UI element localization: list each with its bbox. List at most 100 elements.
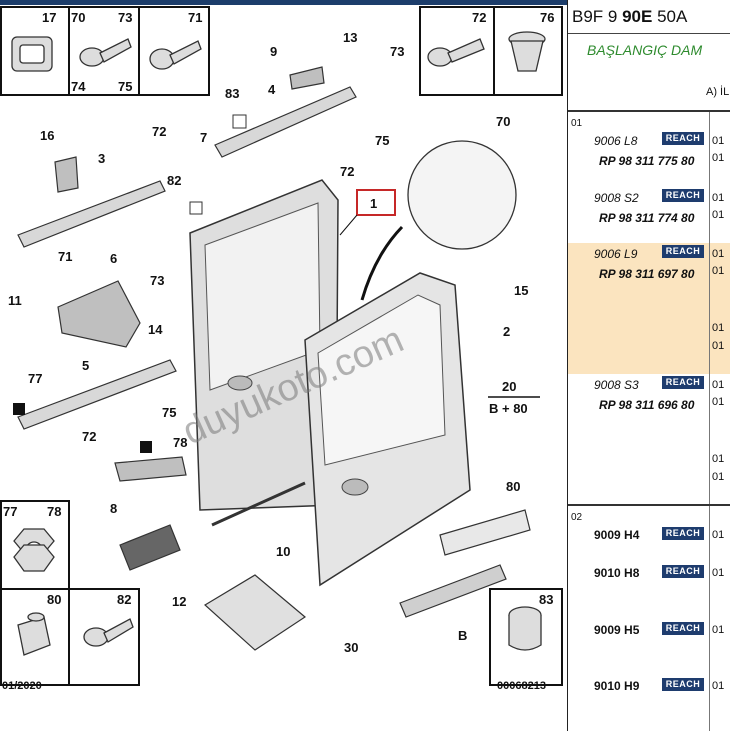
callout: 75	[162, 405, 176, 420]
quantity: 01	[712, 624, 725, 636]
quantity: 01	[712, 152, 725, 164]
quantity: 01	[712, 209, 725, 221]
inset-label: 75	[118, 79, 132, 94]
sliding-door-1	[189, 179, 339, 511]
callout: 83	[225, 86, 239, 101]
part-code[interactable]: 9008 S2	[594, 191, 639, 205]
quantity: 01	[712, 680, 725, 692]
quantity: 01	[712, 379, 725, 391]
ref-prefix: B9F 9	[572, 7, 618, 26]
callout: 73	[390, 44, 404, 59]
rp-number[interactable]: RP 98 311 775 80	[599, 154, 695, 168]
reference-code: B9F 9 90E 50A	[572, 7, 687, 27]
callout: 16	[40, 128, 54, 143]
inset-label: 72	[472, 10, 486, 25]
hex-nut-icon	[13, 528, 55, 572]
rp-number[interactable]: RP 98 311 774 80	[599, 211, 695, 225]
screw-icon	[149, 40, 202, 70]
callout: 13	[343, 30, 357, 45]
quantity: 01	[712, 265, 725, 277]
detail-circle	[407, 140, 517, 250]
divider	[568, 504, 730, 506]
tag-square	[232, 114, 247, 129]
part-code[interactable]: 9006 L8	[594, 134, 638, 148]
part-code[interactable]: 9009 H4	[594, 528, 640, 542]
footer-code: 00068213	[497, 680, 546, 692]
callout: 15	[514, 283, 528, 298]
clip-icon	[11, 36, 53, 72]
push-rivet-icon	[427, 38, 485, 67]
quantity: 01	[712, 567, 725, 579]
callout: 75	[375, 133, 389, 148]
callout: 2	[503, 324, 510, 339]
ref-suffix: 50A	[657, 7, 688, 26]
reach-badge: REACH	[662, 376, 704, 389]
section-title: BAŞLANGIÇ DAM	[587, 42, 703, 58]
clip-icon	[17, 612, 51, 656]
callout: 77	[28, 371, 42, 386]
inset-label: 76	[540, 10, 554, 25]
inset-bottom-left	[0, 500, 140, 686]
inset-label: 73	[118, 10, 132, 25]
inset-label: 77	[3, 504, 17, 519]
callout: 6	[110, 251, 117, 266]
tag-square	[13, 403, 25, 415]
quantity: 01	[712, 248, 725, 260]
part-code[interactable]: 9010 H9	[594, 679, 640, 693]
nut-insert-icon	[508, 31, 546, 72]
ref-label: B + 80	[489, 401, 528, 416]
inset-label: 82	[117, 592, 131, 607]
part-code[interactable]: 9010 H8	[594, 566, 640, 580]
screw-icon	[79, 38, 132, 67]
reach-badge: REACH	[662, 622, 704, 635]
inset-label: 78	[47, 504, 61, 519]
lower-rail	[17, 359, 177, 430]
footer-date: 01/2020	[2, 680, 42, 692]
callout: B	[458, 628, 467, 643]
callout: 82	[167, 173, 181, 188]
callout: 30	[344, 640, 358, 655]
inset-label: 83	[539, 592, 553, 607]
inset-label: 71	[188, 10, 202, 25]
bracket	[54, 66, 531, 651]
reach-badge: REACH	[662, 189, 704, 202]
highlighted-row	[568, 243, 730, 374]
callout: 72	[152, 124, 166, 139]
callout: 71	[58, 249, 72, 264]
sliding-door-2	[304, 272, 471, 587]
header-divider	[568, 33, 730, 34]
seal-strip	[211, 481, 306, 527]
tag-square	[140, 441, 152, 453]
inset-top-left	[0, 6, 210, 96]
quantity: 01	[712, 192, 725, 204]
callout: 10	[276, 544, 290, 559]
callout: 20	[502, 379, 516, 394]
quantity: 01	[712, 322, 725, 334]
callout: 8	[110, 501, 117, 516]
quantity: 01	[712, 471, 725, 483]
callout: 72	[82, 429, 96, 444]
parts-diagram: 17 70 73 74 75 71 72 76 77 78 80 82 83	[0, 5, 567, 731]
part-code[interactable]: 9006 L9	[594, 247, 638, 261]
callout: 12	[172, 594, 186, 609]
inset-label: 74	[71, 79, 86, 94]
part-code[interactable]: 9008 S3	[594, 378, 639, 392]
part-code[interactable]: 9009 H5	[594, 623, 640, 637]
rp-number[interactable]: RP 98 311 697 80	[599, 267, 695, 281]
callout: 78	[173, 435, 187, 450]
group-number: 01	[571, 118, 583, 129]
inset-label: 80	[47, 592, 61, 607]
reach-badge: REACH	[662, 132, 704, 145]
callout: 7	[200, 130, 207, 145]
reach-badge: REACH	[662, 678, 704, 691]
detail-arrow	[360, 225, 404, 301]
callout: 1	[370, 196, 377, 211]
rp-number[interactable]: RP 98 311 696 80	[599, 398, 695, 412]
callout: 4	[268, 82, 276, 97]
callout: 3	[98, 151, 105, 166]
inset-bottom-right	[489, 588, 563, 686]
leader-line	[339, 214, 358, 236]
parts-list-panel: B9F 9 90E 50A BAŞLANGIÇ DAM A) İL 01 900…	[567, 0, 730, 731]
inset-label: 70	[71, 10, 85, 25]
group-number: 02	[571, 512, 583, 523]
